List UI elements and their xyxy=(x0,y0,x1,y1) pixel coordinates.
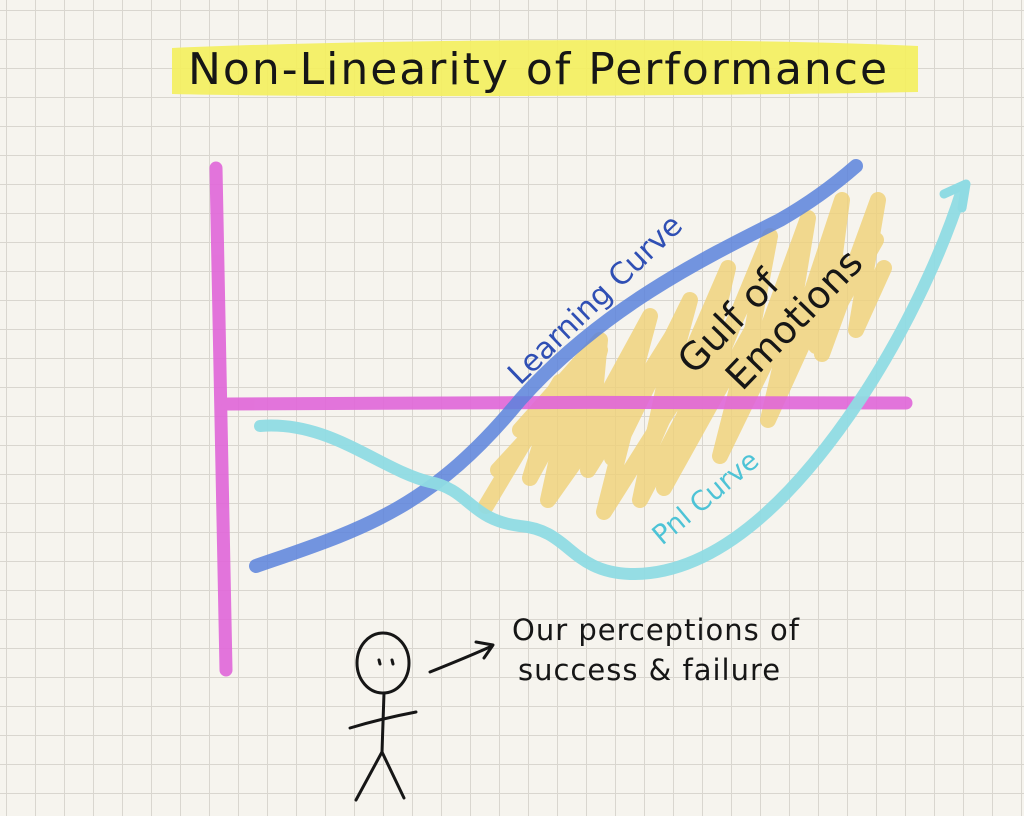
y-axis xyxy=(209,161,233,677)
perceptions-note-line2: success & failure xyxy=(518,653,781,687)
axes xyxy=(209,161,913,677)
title-highlight xyxy=(172,40,918,97)
stick-figure-body xyxy=(380,691,386,754)
stick-figure-right-leg xyxy=(380,750,406,800)
x-axis xyxy=(221,395,913,411)
perceptions-note-line1: Our perceptions of xyxy=(512,613,800,647)
stick-figure-left-leg xyxy=(354,750,384,802)
perception-arrow xyxy=(428,640,495,674)
stick-figure-head xyxy=(355,631,411,695)
pnl-curve-arrowhead xyxy=(939,179,971,213)
diagram-title: Non-Linearity of Performance xyxy=(188,44,889,95)
stick-figure-arms xyxy=(348,710,418,730)
stick-figure xyxy=(348,631,418,802)
learning-curve-line xyxy=(249,159,863,573)
stick-figure-right-eye xyxy=(390,658,395,666)
pnl-curve-line xyxy=(254,184,968,581)
stick-figure-left-eye xyxy=(377,658,382,666)
